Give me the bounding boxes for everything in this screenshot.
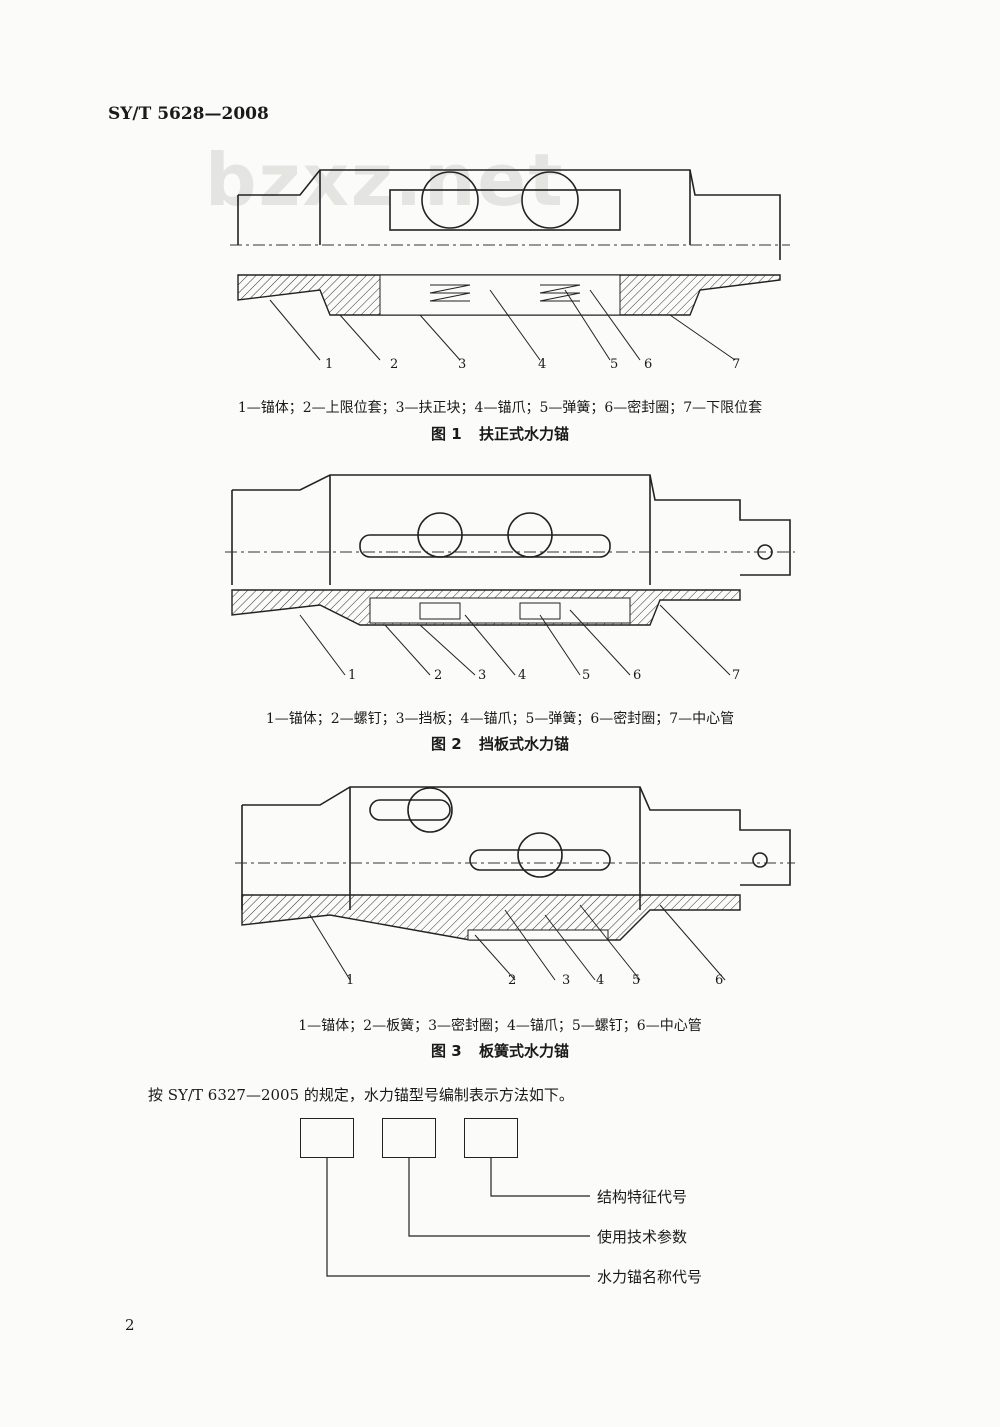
figure-1-callout: 2: [390, 357, 398, 372]
figure-2-callout: 3: [478, 668, 486, 683]
figure-3-caption-title: 板簧式水力锚: [478, 1042, 569, 1060]
model-code-paragraph: 按 SY/T 6327—2005 的规定，水力锚型号编制表示方法如下。: [148, 1086, 574, 1104]
figure-3-legend: 1—锚体；2—板簧；3—密封圈；4—锚爪；5—螺钉；6—中心管: [298, 1018, 702, 1034]
figure-2-callout: 5: [582, 668, 590, 683]
watermark: bzxz.net: [205, 138, 565, 222]
figure-3-drawing: 1 2 3 4 5 6: [235, 786, 795, 988]
figure-1-callout: 6: [644, 357, 652, 372]
model-code-connectors: [326, 1157, 590, 1277]
figure-1-drawing: 1 2 3 4 5 6 7: [230, 169, 790, 372]
figure-2-callout: 2: [434, 668, 442, 683]
figure-1-callout: 7: [732, 357, 740, 372]
figure-2-caption-title: 挡板式水力锚: [478, 735, 569, 753]
figure-1-callout: 3: [458, 357, 466, 372]
figure-1-caption: 图 1 扶正式水力锚: [0, 423, 1000, 444]
figure-1-callout: 1: [325, 357, 333, 372]
figure-1-caption-title: 扶正式水力锚: [478, 425, 569, 443]
figure-2-legend: 1—锚体；2—螺钉；3—挡板；4—锚爪；5—弹簧；6—密封圈；7—中心管: [265, 711, 735, 727]
figure-2-callout: 6: [633, 668, 641, 683]
parameter-code-label: 使用技术参数: [597, 1228, 688, 1246]
name-code-label: 水力锚名称代号: [597, 1268, 703, 1286]
figure-2-callout: 7: [732, 668, 740, 683]
figure-3-callout: 3: [562, 973, 570, 988]
figure-1-callout: 5: [610, 357, 618, 372]
figure-3-caption-number: 图 3: [431, 1042, 462, 1060]
figure-2-caption: 图 2 挡板式水力锚: [0, 733, 1000, 754]
figure-3-callout: 4: [596, 973, 604, 988]
figure-2-callout: 4: [518, 668, 526, 683]
figure-2-drawing: 1 2 3 4 5 6 7: [225, 474, 795, 683]
figure-2-caption-number: 图 2: [431, 735, 462, 753]
structure-code-label: 结构特征代号: [597, 1188, 688, 1206]
figure-1-caption-number: 图 1: [431, 425, 462, 443]
figure-3-callout: 2: [508, 973, 516, 988]
figure-1-legend: 1—锚体；2—上限位套；3—扶正块；4—锚爪；5—弹簧；6—密封圈；7—下限位套: [237, 400, 763, 416]
figure-2-callout: 1: [348, 668, 356, 683]
figure-3-callout: 6: [715, 973, 723, 988]
figure-1-callout: 4: [538, 357, 546, 372]
standard-number: SY/T 5628—2008: [108, 104, 269, 124]
figure-3-callout: 1: [346, 973, 354, 988]
figure-3-callout: 5: [632, 973, 640, 988]
figure-3-caption: 图 3 板簧式水力锚: [0, 1040, 1000, 1061]
page-number: 2: [125, 1316, 135, 1334]
